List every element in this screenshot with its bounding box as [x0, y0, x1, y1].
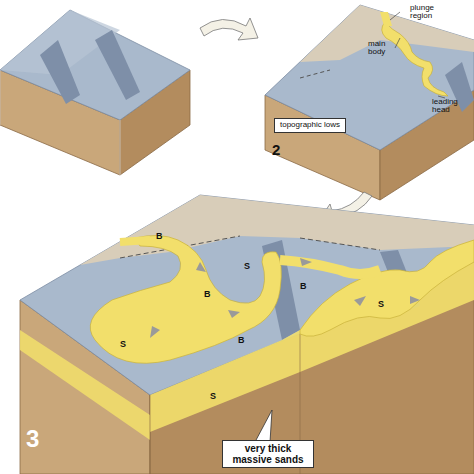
annotation-label: B [156, 232, 168, 241]
panel-three-block [20, 195, 474, 474]
annotation-label: S [244, 262, 256, 271]
panel-two-block [265, 5, 474, 200]
callout-text: very thick massive sands [226, 443, 310, 465]
annotation-label: leading head [432, 98, 470, 115]
annotation-label: S [120, 340, 132, 349]
annotation-label: S [378, 300, 390, 309]
annotation-label: S [210, 392, 222, 401]
annotation-label: B [300, 282, 312, 291]
panel-number: 2 [272, 142, 292, 158]
panel-one-block [0, 10, 190, 175]
callout-text: topographic lows [278, 121, 342, 130]
step-arrow [200, 18, 258, 40]
panel-number: 3 [26, 426, 56, 451]
callout-box: very thick massive sands [222, 440, 314, 468]
annotation-label: plunge region [410, 4, 450, 21]
annotation-label: B [204, 290, 216, 299]
annotation-label: B [238, 336, 250, 345]
callout-box: topographic lows [274, 118, 346, 133]
annotation-label: main body [368, 40, 398, 57]
